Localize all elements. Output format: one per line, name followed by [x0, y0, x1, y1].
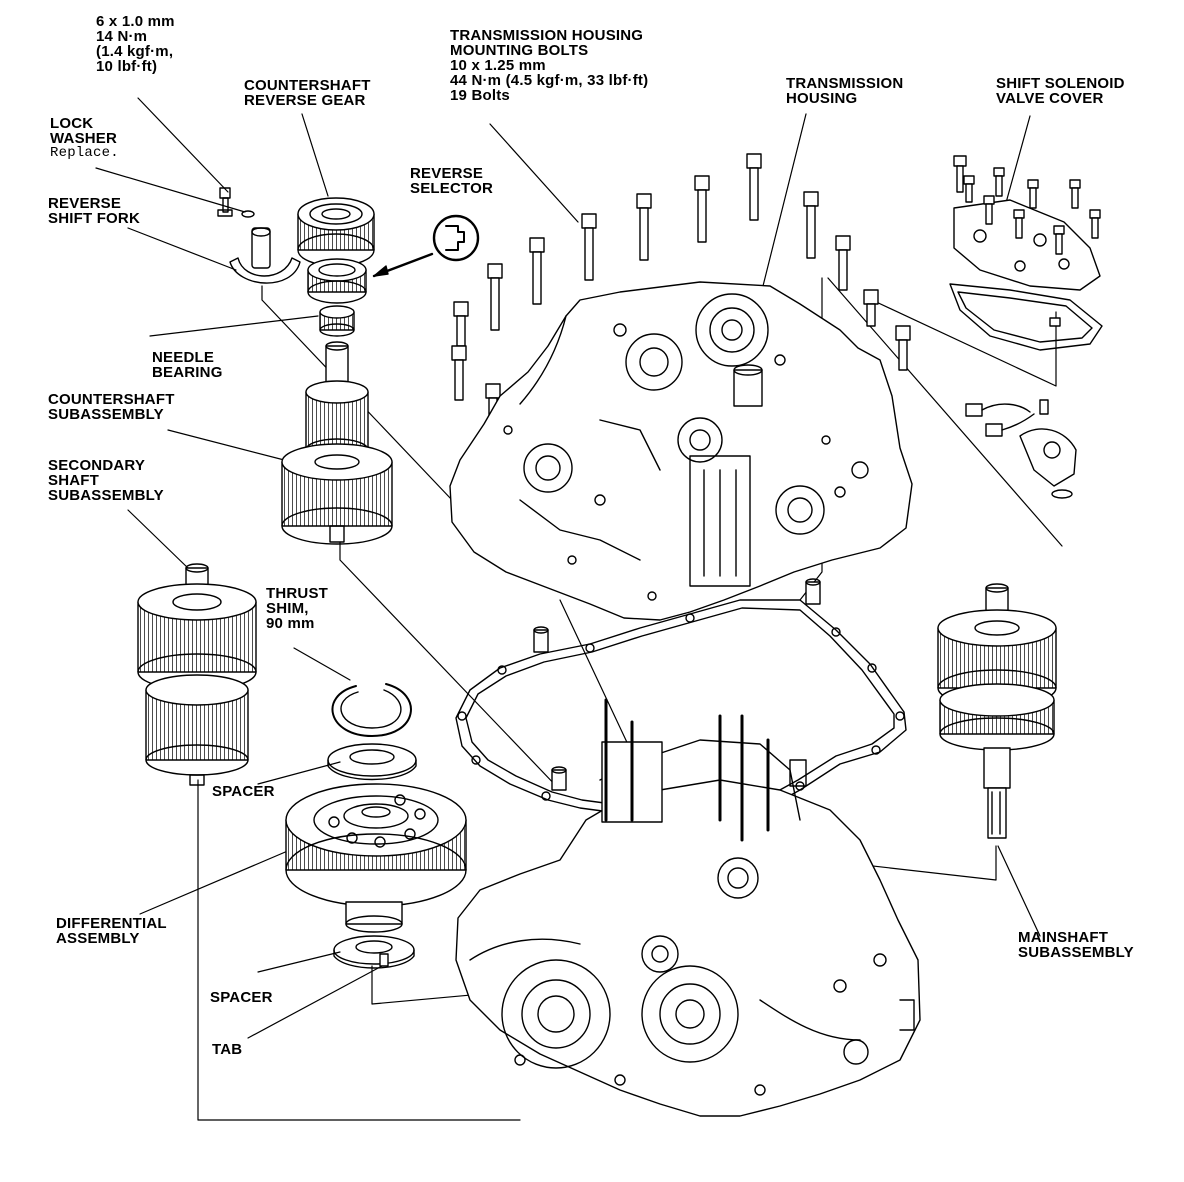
secondary-shaft-label: SECONDARY SHAFT SUBASSEMBLY	[48, 457, 164, 504]
thrust-shim-label: THRUST SHIM, 90 mm	[266, 585, 329, 632]
reverse-shift-fork-label: REVERSE SHIFT FORK	[48, 195, 140, 227]
transmission-housing-label: TRANSMISSION HOUSING	[786, 75, 904, 107]
spacer-upper-label: SPACER	[212, 783, 275, 800]
spacer-lower	[333, 935, 415, 969]
spacer-upper	[327, 743, 417, 781]
differential-assembly	[285, 783, 467, 933]
mainshaft-subassembly-label: MAINSHAFT SUBASSEMBLY	[1018, 929, 1134, 961]
leader-lines	[95, 97, 1063, 1121]
countershaft-subassembly	[281, 341, 393, 545]
secondary-shaft-subassembly	[137, 563, 257, 786]
shift-solenoid-valve-cover	[949, 155, 1103, 351]
needle-bearing	[319, 305, 355, 337]
housing-bolts-label: TRANSMISSION HOUSING MOUNTING BOLTS 10 x…	[450, 27, 649, 104]
tab-label: TAB	[212, 1041, 243, 1058]
small-bolt	[217, 187, 255, 218]
torque-converter-housing	[455, 698, 921, 1117]
bolt-torque-spec-small: 6 x 1.0 mm 14 N·m (1.4 kgf·m, 10 lbf·ft)	[96, 13, 175, 75]
transmission-housing	[449, 281, 913, 621]
spacer-lower-label: SPACER	[210, 989, 273, 1006]
needle-bearing-label: NEEDLE BEARING	[152, 349, 223, 381]
reverse-selector-label: REVERSE SELECTOR	[410, 165, 494, 197]
mainshaft-subassembly	[937, 583, 1057, 839]
shift-solenoid-cover-label: SHIFT SOLENOID VALVE COVER	[996, 75, 1125, 107]
housing-gasket	[455, 599, 907, 839]
dowel-pins	[533, 578, 821, 791]
thrust-shim	[331, 683, 412, 737]
selector-detail-icon	[432, 214, 480, 262]
differential-assembly-label: DIFFERENTIAL ASSEMBLY	[56, 915, 167, 947]
countershaft-reverse-gear	[297, 197, 375, 267]
reverse-selector-hub	[307, 252, 434, 304]
countershaft-reverse-gear-label: COUNTERSHAFT REVERSE GEAR	[244, 77, 371, 109]
reverse-shift-fork	[229, 227, 301, 284]
lock-washer-label: LOCK WASHER Replace.	[50, 115, 119, 161]
lock-washer-note: Replace.	[50, 145, 119, 161]
countershaft-subassembly-label: COUNTERSHAFT SUBASSEMBLY	[48, 391, 175, 423]
solenoid-harness	[965, 399, 1077, 499]
